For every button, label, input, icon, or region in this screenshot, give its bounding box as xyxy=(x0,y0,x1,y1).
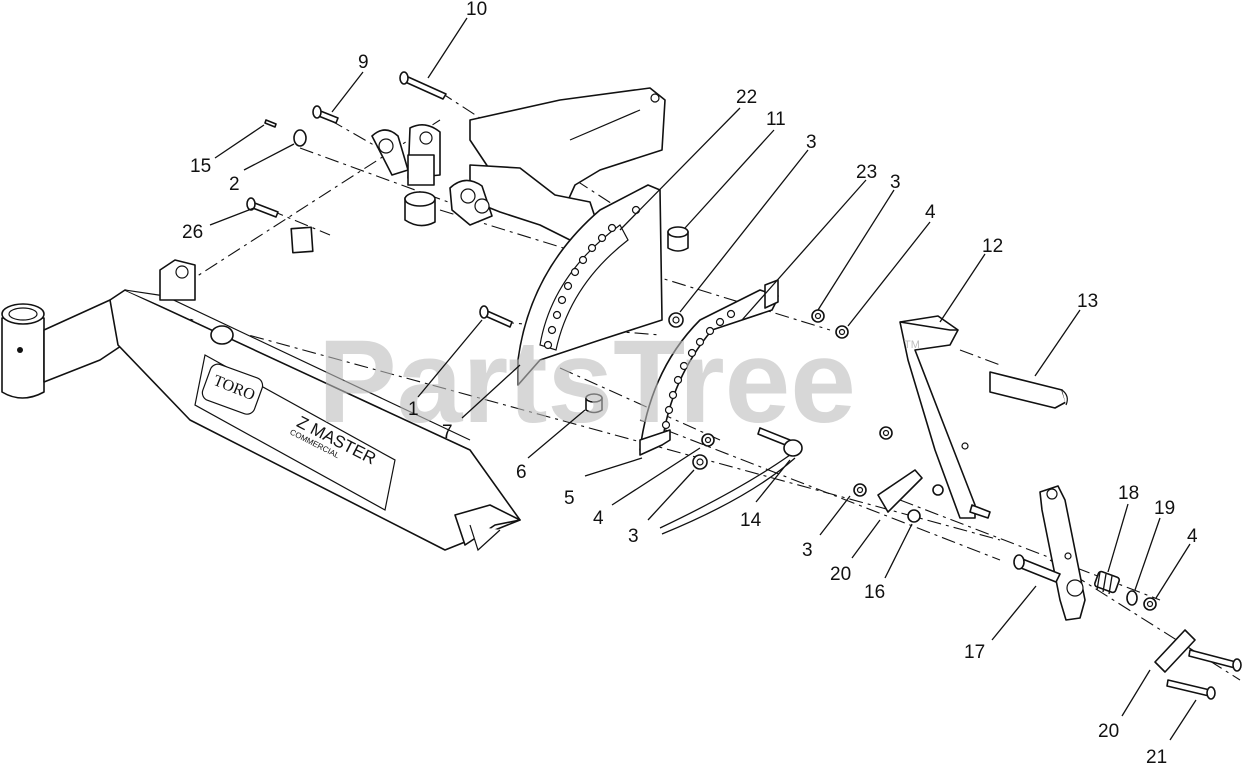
plate-holes xyxy=(543,205,736,430)
frame-assembly: TORO Z MASTER COMMERCIAL xyxy=(1,259,521,552)
callout-17: 17 xyxy=(964,642,985,663)
callout-7: 7 xyxy=(442,422,453,443)
callout-19: 19 xyxy=(1154,498,1175,519)
callout-26: 26 xyxy=(182,222,203,243)
callout-2: 2 xyxy=(229,174,240,195)
callout-labels: 10 9 15 2 26 22 11 3 23 3 4 12 13 1 7 6 … xyxy=(182,0,1198,768)
callout-9: 9 xyxy=(358,52,369,73)
callout-22: 22 xyxy=(736,87,757,108)
callout-23: 23 xyxy=(856,162,877,183)
callout-5: 5 xyxy=(564,488,575,509)
callout-4-mid: 4 xyxy=(593,508,604,529)
callout-12: 12 xyxy=(982,236,1003,257)
callout-20-lower: 20 xyxy=(1098,721,1119,742)
callout-16: 16 xyxy=(864,582,885,603)
index-plates xyxy=(517,184,779,456)
callout-3-upper: 3 xyxy=(806,132,817,153)
callout-3-lower: 3 xyxy=(802,540,813,561)
callout-1: 1 xyxy=(408,399,419,420)
callout-13: 13 xyxy=(1077,291,1098,312)
callout-15: 15 xyxy=(190,156,211,177)
callout-4-upper: 4 xyxy=(925,202,936,223)
callout-3-mid: 3 xyxy=(628,526,639,547)
callout-4-lower: 4 xyxy=(1187,526,1198,547)
callout-6: 6 xyxy=(516,462,527,483)
callout-18: 18 xyxy=(1118,483,1139,504)
callout-3-right: 3 xyxy=(890,172,901,193)
callout-21: 21 xyxy=(1146,747,1167,768)
callout-20-upper: 20 xyxy=(830,564,851,585)
callout-10: 10 xyxy=(466,0,487,20)
foot-pedal xyxy=(899,315,1068,519)
leader-lines xyxy=(209,17,1197,741)
pivot-brackets xyxy=(290,87,666,254)
spring xyxy=(1093,570,1121,595)
callout-11: 11 xyxy=(766,109,786,130)
callout-14: 14 xyxy=(740,510,762,531)
lever-arm xyxy=(1013,485,1086,621)
watermark-trademark: TM xyxy=(904,339,920,351)
watermark: PartsTree xyxy=(318,316,856,448)
